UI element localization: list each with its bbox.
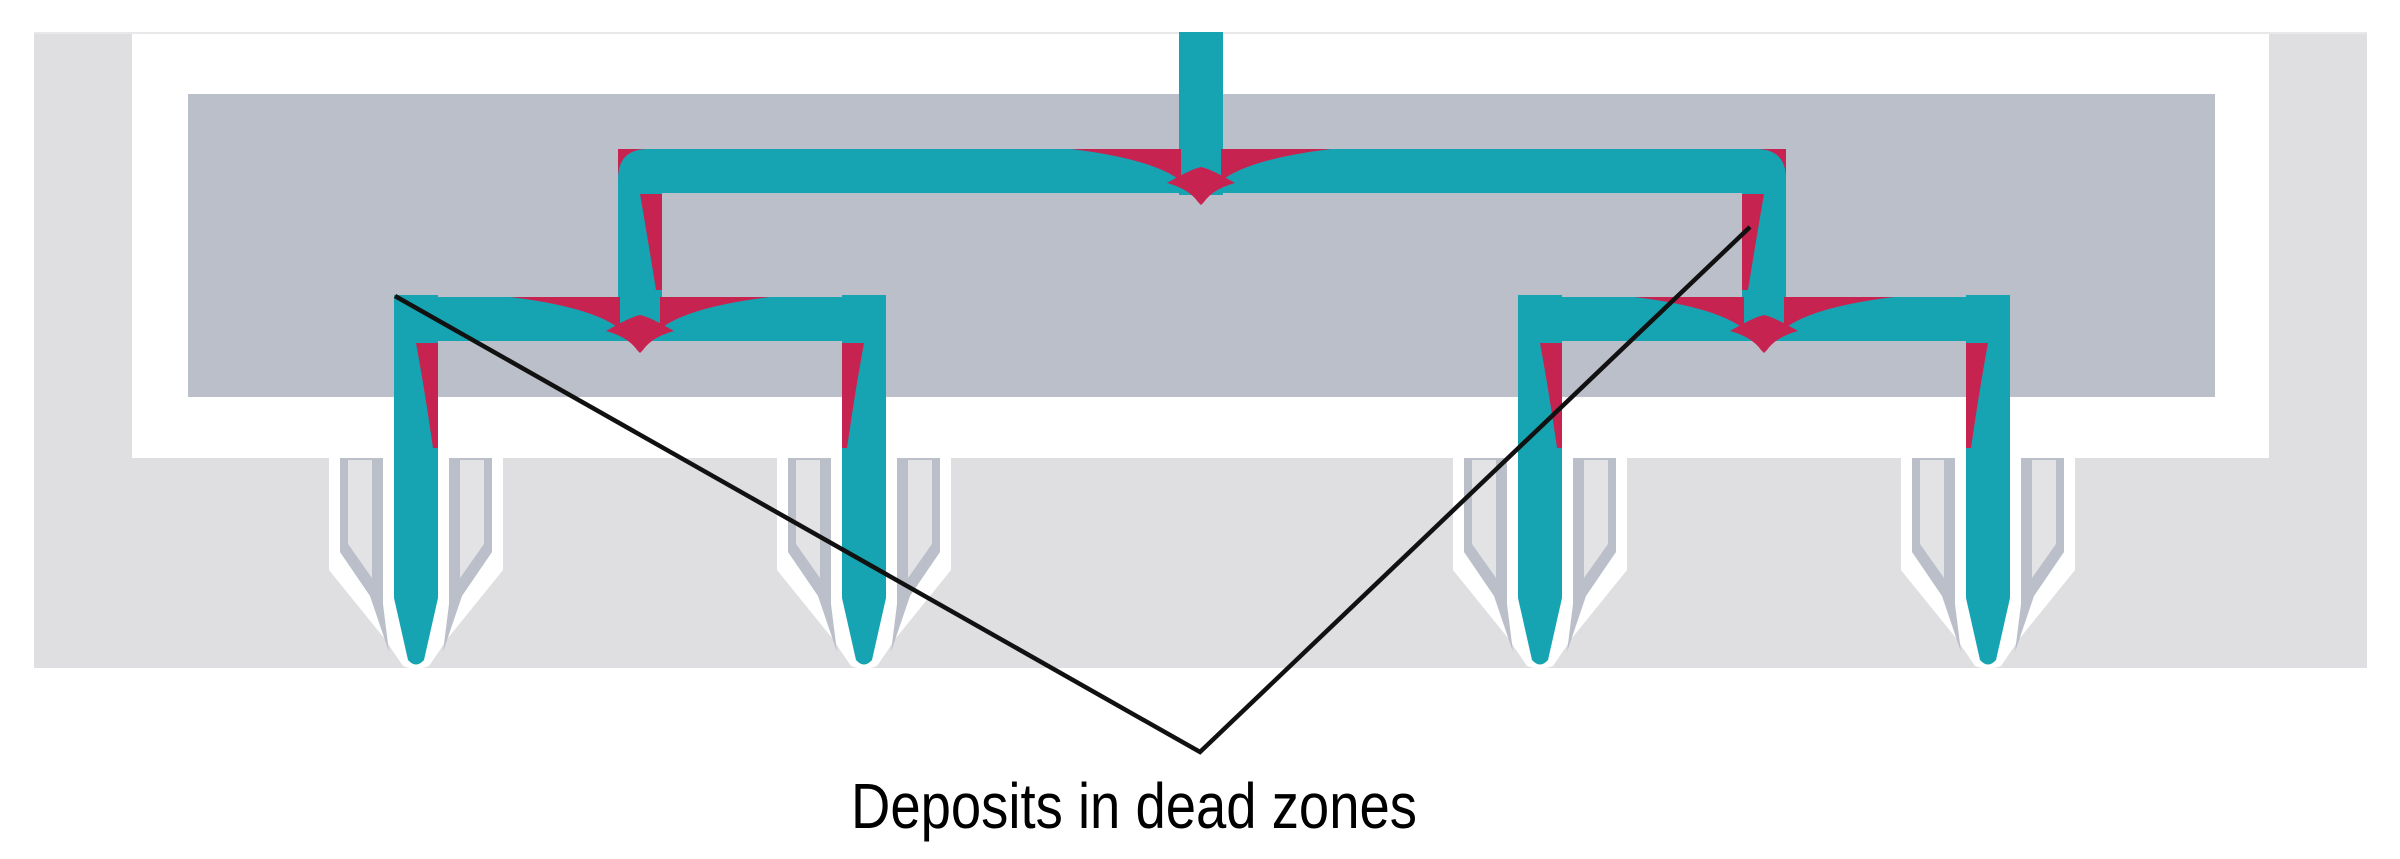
callout-label: Deposits in dead zones <box>851 770 1417 842</box>
deposit-streak-outlet-1 <box>416 343 438 448</box>
deposit-streaks <box>416 194 1988 448</box>
deposit-streak-outlet-2 <box>842 343 864 448</box>
callout-lines <box>393 225 1752 755</box>
deposit-streak-outlet-4 <box>1966 343 1988 448</box>
deposit-streak-outlet-3 <box>1540 343 1562 448</box>
deposit-streak-bend-left <box>640 194 662 290</box>
deposit-streak-bend-right <box>1742 194 1764 290</box>
